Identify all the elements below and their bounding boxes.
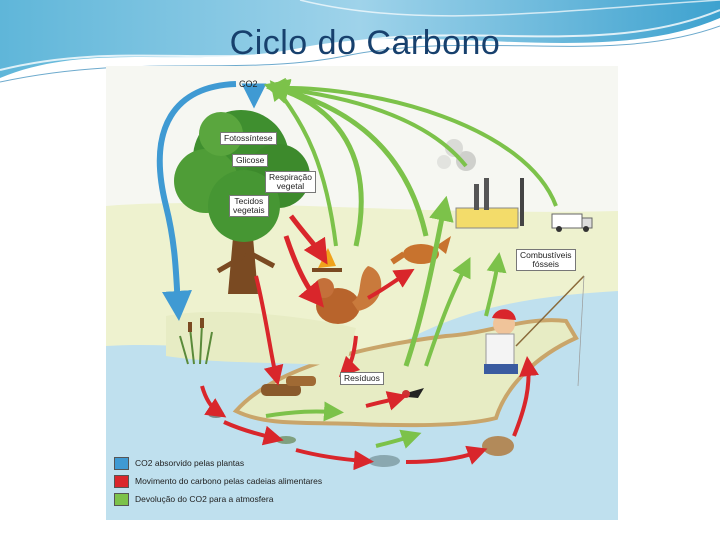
log-illustration	[261, 376, 316, 396]
legend-item-co2-absorbed: CO2 absorvido pelas plantas	[114, 456, 244, 470]
fossil-fuels-label: Combustíveis fósseis	[516, 249, 576, 271]
plant-tissues-label: Tecidos vegetais	[229, 195, 269, 217]
slide-title: Ciclo do Carbono	[229, 24, 501, 62]
legend-text: CO2 absorvido pelas plantas	[135, 458, 245, 468]
legend-text: Devolução do CO2 para a atmosfera	[135, 494, 274, 504]
legend-swatch-blue	[114, 456, 129, 470]
carbon-cycle-illustration	[106, 66, 618, 520]
co2-atmosphere-label: CO2	[239, 79, 258, 89]
truck-illustration	[551, 213, 593, 232]
waste-label: Resíduos	[340, 372, 384, 385]
factory-illustration	[437, 139, 524, 229]
photosynthesis-label: Fotossíntese	[220, 132, 277, 145]
reeds-illustration	[179, 318, 213, 365]
glucose-label: Glicose	[232, 154, 269, 167]
legend-swatch-green	[114, 492, 129, 506]
legend-item-food-chains: Movimento do carbono pelas cadeias alime…	[114, 474, 322, 488]
legend-text: Movimento do carbono pelas cadeias alime…	[135, 476, 323, 486]
legend-item-co2-return: Devolução do CO2 para a atmosfera	[114, 492, 273, 506]
fisherman-illustration	[484, 275, 585, 387]
fox-illustration	[390, 236, 451, 265]
legend-swatch-red	[114, 474, 129, 488]
plant-respiration-label: Respiração vegetal	[265, 171, 316, 193]
